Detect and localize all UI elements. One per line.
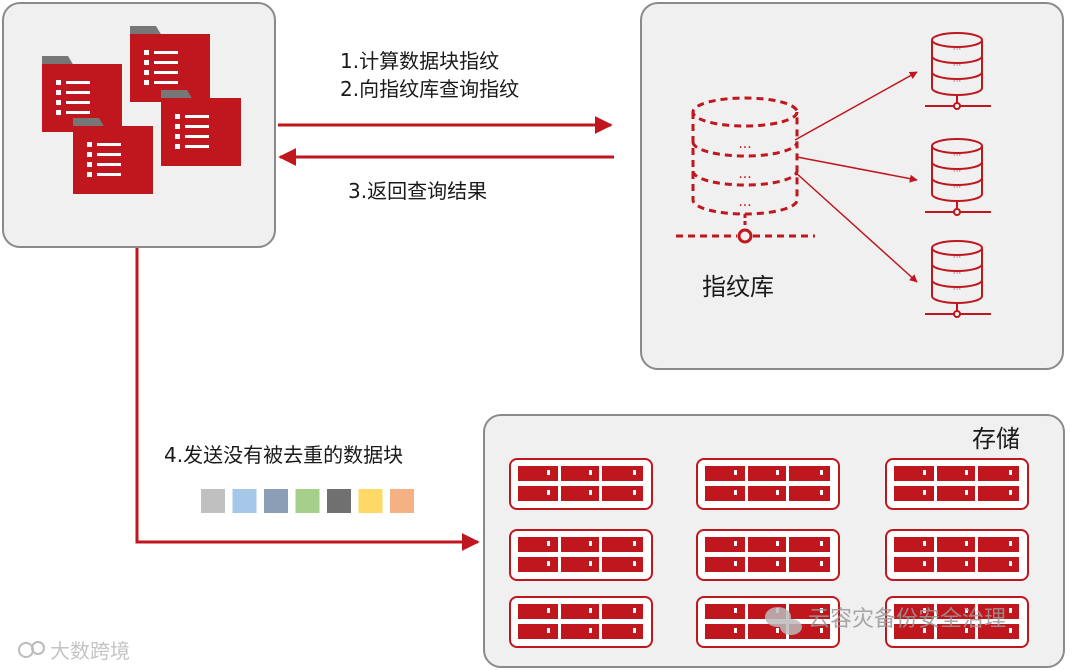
storage-server-5	[696, 529, 840, 581]
database-node-1	[924, 32, 992, 110]
storage-server-3	[885, 458, 1029, 510]
svg-text:···: ···	[738, 140, 751, 156]
wechat-icon	[765, 607, 802, 635]
watermark-left: 大数跨境	[50, 639, 130, 663]
data-chunk	[390, 489, 414, 513]
data-chunk	[327, 489, 351, 513]
storage-server-1	[509, 458, 653, 510]
step2-label: 2.向指纹库查询指纹	[340, 77, 520, 101]
data-chunk	[358, 489, 383, 513]
storage-label: 存储	[972, 425, 1020, 453]
svg-text:···: ···	[738, 198, 751, 214]
data-chunk	[295, 489, 320, 513]
svg-text:···: ···	[738, 170, 751, 186]
fingerprint-db-label: 指纹库	[702, 273, 774, 301]
storage-server-6	[885, 529, 1029, 581]
database-node-3	[924, 240, 992, 318]
storage-server-2	[696, 458, 840, 510]
fanout-arrow-1	[794, 71, 918, 141]
watermark-logo-icon	[18, 641, 45, 658]
fingerprint-database-icon: ··· ··· ···	[676, 96, 815, 244]
step3-label: 3.返回查询结果	[348, 179, 488, 203]
storage-server-7	[509, 596, 653, 648]
fanout-arrow-3	[794, 171, 918, 283]
fingerprint-db-panel	[640, 2, 1064, 370]
data-chunk	[264, 489, 288, 513]
data-chunks	[201, 489, 414, 513]
watermark-right: 云容灾备份安全治理	[808, 607, 1007, 632]
data-chunk	[201, 489, 225, 513]
storage-server-4	[509, 529, 653, 581]
step4-label: 4.发送没有被去重的数据块	[164, 443, 404, 467]
data-chunk	[232, 489, 257, 513]
folder-icon-3	[161, 90, 241, 166]
fanout-arrow-2	[796, 156, 918, 183]
send-arrow	[135, 248, 480, 551]
step1-label: 1.计算数据块指纹	[340, 49, 500, 73]
folder-icon-4	[73, 118, 153, 194]
database-node-2	[924, 138, 992, 216]
